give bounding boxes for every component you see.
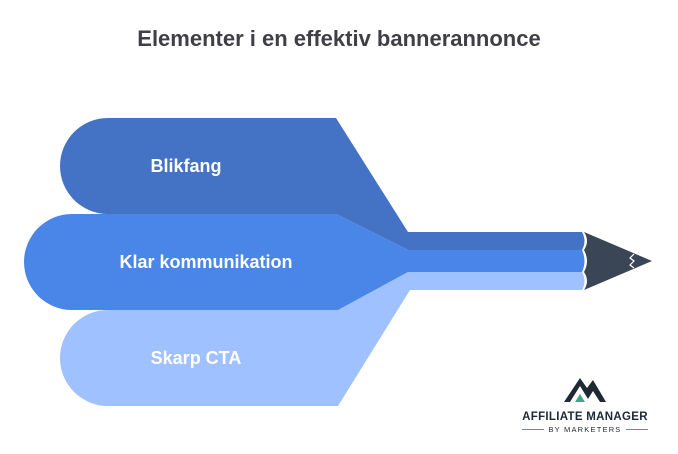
logo-line-right: [625, 429, 648, 430]
label-klar-kommunikation: Klar kommunikation: [119, 252, 292, 272]
label-skarp-cta: Skarp CTA: [151, 348, 242, 368]
company-logo: AFFILIATE MANAGER BY MARKETERS: [512, 372, 658, 434]
label-blikfang: Blikfang: [150, 156, 221, 176]
pencil-tip-highlight: [629, 253, 635, 269]
logo-sub: BY MARKETERS: [548, 425, 622, 434]
diagram-title: Elementer i en effektiv bannerannonce: [137, 26, 541, 51]
layer-klar-kommunikation: [24, 214, 585, 310]
pencil-tip: [584, 232, 652, 290]
layer-skarp-cta: [60, 272, 585, 406]
logo-name: AFFILIATE MANAGER: [522, 411, 648, 423]
layer-blikfang: [60, 118, 585, 250]
logo-subline: BY MARKETERS: [512, 425, 658, 434]
logo-mountain-icon: [564, 378, 606, 402]
logo-line-left: [522, 429, 545, 430]
